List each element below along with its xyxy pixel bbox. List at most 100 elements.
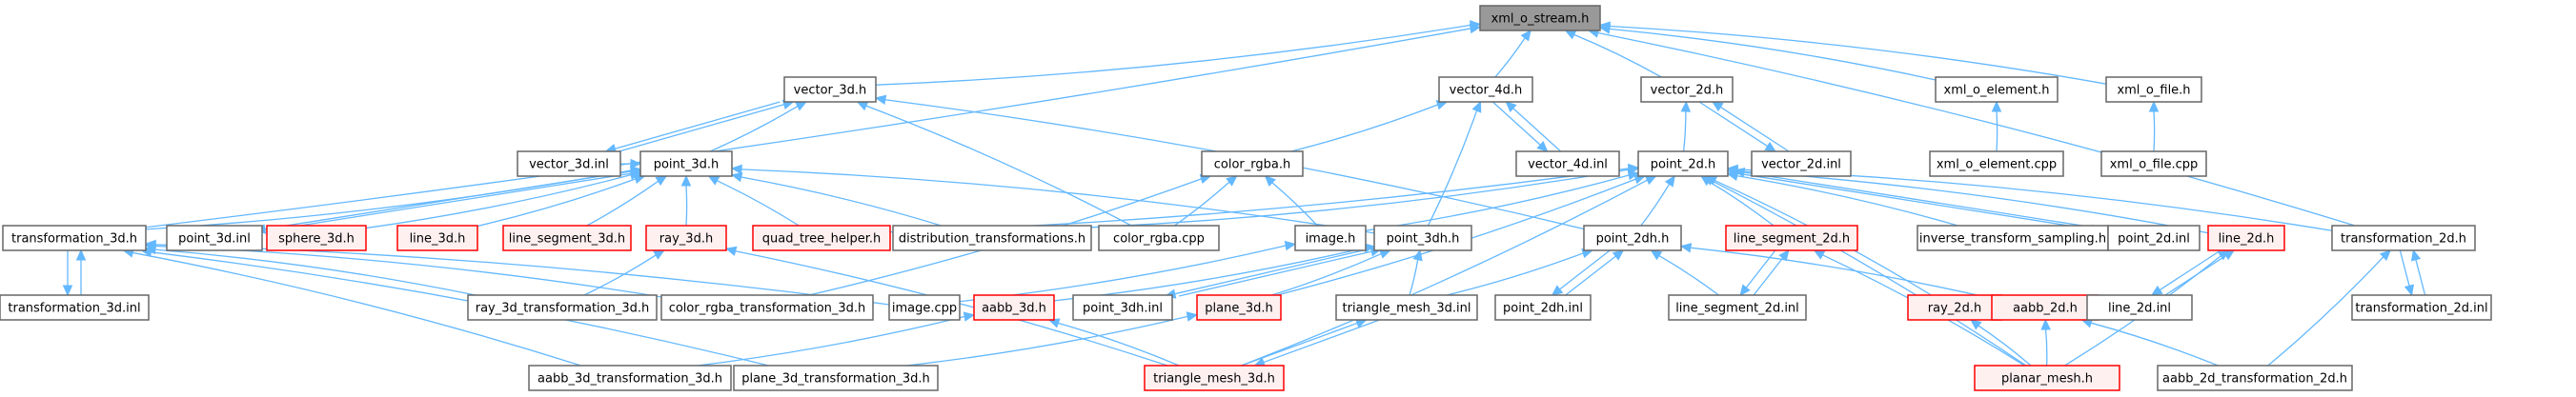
node-box[interactable] xyxy=(396,225,478,251)
node-point-3d-inl[interactable]: point_3d.inl xyxy=(166,225,263,251)
node-box[interactable] xyxy=(1201,150,1304,177)
node-box[interactable] xyxy=(467,294,658,321)
node-point-3d-h[interactable]: point_3d.h xyxy=(639,150,733,177)
node-box[interactable] xyxy=(2351,294,2492,321)
node-quad-tree-helper-h[interactable]: quad_tree_helper.h xyxy=(752,225,891,251)
node-box[interactable] xyxy=(1373,225,1472,251)
node-sphere-3d-h[interactable]: sphere_3d.h xyxy=(266,225,367,251)
node-box[interactable] xyxy=(1335,294,1478,321)
node-box[interactable] xyxy=(1929,150,2064,177)
node-point-3dh-inl[interactable]: point_3dh.inl xyxy=(1072,294,1173,321)
node-vector-2d-inl[interactable]: vector_2d.inl xyxy=(1751,150,1852,177)
node-aabb-3d-transformation-3d-h[interactable]: aabb_3d_transformation_3d.h xyxy=(528,365,732,391)
node-xml-o-element-h[interactable]: xml_o_element.h xyxy=(1935,76,2059,103)
node-box[interactable] xyxy=(1098,225,1220,251)
node-color-rgba-h[interactable]: color_rgba.h xyxy=(1201,150,1304,177)
node-line-segment-3d-h[interactable]: line_segment_3d.h xyxy=(502,225,632,251)
node-box[interactable] xyxy=(1072,294,1173,321)
node-box[interactable] xyxy=(2157,365,2353,391)
node-box[interactable] xyxy=(1494,294,1592,321)
node-vector-4d-inl[interactable]: vector_4d.inl xyxy=(1515,150,1620,177)
node-box[interactable] xyxy=(528,365,732,391)
node-box[interactable] xyxy=(2,225,147,251)
node-point-3dh-h[interactable]: point_3dh.h xyxy=(1373,225,1472,251)
node-box[interactable] xyxy=(266,225,367,251)
node-box[interactable] xyxy=(660,294,874,321)
node-box[interactable] xyxy=(517,150,621,177)
node-planar-mesh-h[interactable]: planar_mesh.h xyxy=(1974,365,2120,391)
node-vector-3d-h[interactable]: vector_3d.h xyxy=(783,76,877,103)
node-box[interactable] xyxy=(1725,225,1858,251)
node-box[interactable] xyxy=(1907,294,2002,321)
node-point-2dh-inl[interactable]: point_2dh.inl xyxy=(1494,294,1592,321)
node-image-h[interactable]: image.h xyxy=(1294,225,1367,251)
node-triangle-mesh-3d-h[interactable]: triangle_mesh_3d.h xyxy=(1144,365,1285,391)
node-vector-3d-inl[interactable]: vector_3d.inl xyxy=(517,150,621,177)
node-line-2d-inl[interactable]: line_2d.inl xyxy=(2086,294,2193,321)
node-box[interactable] xyxy=(1583,225,1682,251)
node-box[interactable] xyxy=(1991,294,2099,321)
node-xml-o-file-cpp[interactable]: xml_o_file.cpp xyxy=(2100,150,2207,177)
node-box[interactable] xyxy=(1479,5,1601,31)
node-aabb-2d-h[interactable]: aabb_2d.h xyxy=(1991,294,2099,321)
node-box[interactable] xyxy=(1668,294,1807,321)
node-box[interactable] xyxy=(1640,76,1734,103)
node-box[interactable] xyxy=(2107,225,2201,251)
node-ray-2d-h[interactable]: ray_2d.h xyxy=(1907,294,2002,321)
node-aabb-2d-transformation-2d-h[interactable]: aabb_2d_transformation_2d.h xyxy=(2157,365,2353,391)
node-box[interactable] xyxy=(2100,150,2207,177)
node-transformation-2d-inl[interactable]: transformation_2d.inl xyxy=(2351,294,2492,321)
node-box[interactable] xyxy=(2207,225,2285,251)
node-box[interactable] xyxy=(2331,225,2476,251)
node-box[interactable] xyxy=(1935,76,2059,103)
node-image-cpp[interactable]: image.cpp xyxy=(888,294,961,321)
node-box[interactable] xyxy=(2105,76,2202,103)
node-distribution-transformations-h[interactable]: distribution_transformations.h xyxy=(892,225,1092,251)
node-xml-o-file-h[interactable]: xml_o_file.h xyxy=(2105,76,2202,103)
node-box[interactable] xyxy=(1294,225,1367,251)
node-box[interactable] xyxy=(502,225,632,251)
node-box[interactable] xyxy=(1515,150,1620,177)
node-box[interactable] xyxy=(639,150,733,177)
node-line-segment-2d-h[interactable]: line_segment_2d.h xyxy=(1725,225,1858,251)
node-triangle-mesh-3d-inl[interactable]: triangle_mesh_3d.inl xyxy=(1335,294,1478,321)
node-box[interactable] xyxy=(1196,294,1282,321)
node-point-2dh-h[interactable]: point_2dh.h xyxy=(1583,225,1682,251)
node-box[interactable] xyxy=(0,294,150,321)
node-line-2d-h[interactable]: line_2d.h xyxy=(2207,225,2285,251)
node-point-2d-h[interactable]: point_2d.h xyxy=(1637,150,1729,177)
node-box[interactable] xyxy=(1917,225,2109,251)
node-line-segment-2d-inl[interactable]: line_segment_2d.inl xyxy=(1668,294,1807,321)
node-box[interactable] xyxy=(752,225,891,251)
node-transformation-2d-h[interactable]: transformation_2d.h xyxy=(2331,225,2476,251)
node-inverse-transform-sampling-h[interactable]: inverse_transform_sampling.h xyxy=(1917,225,2109,251)
node-box[interactable] xyxy=(2086,294,2193,321)
node-box[interactable] xyxy=(1637,150,1729,177)
node-transformation-3d-h[interactable]: transformation_3d.h xyxy=(2,225,147,251)
node-aabb-3d-h[interactable]: aabb_3d.h xyxy=(973,294,1055,321)
node-box[interactable] xyxy=(1144,365,1285,391)
node-plane-3d-h[interactable]: plane_3d.h xyxy=(1196,294,1282,321)
node-xml-o-element-cpp[interactable]: xml_o_element.cpp xyxy=(1929,150,2064,177)
node-box[interactable] xyxy=(166,225,263,251)
node-line-3d-h[interactable]: line_3d.h xyxy=(396,225,478,251)
node-box[interactable] xyxy=(973,294,1055,321)
node-box[interactable] xyxy=(645,225,727,251)
node-ray-3d-transformation-3d-h[interactable]: ray_3d_transformation_3d.h xyxy=(467,294,658,321)
node-transformation-3d-inl[interactable]: transformation_3d.inl xyxy=(0,294,150,321)
node-ray-3d-h[interactable]: ray_3d.h xyxy=(645,225,727,251)
node-box[interactable] xyxy=(892,225,1092,251)
node-xml-o-stream-h[interactable]: xml_o_stream.h xyxy=(1479,5,1601,31)
node-plane-3d-transformation-3d-h[interactable]: plane_3d_transformation_3d.h xyxy=(733,365,939,391)
node-color-rgba-cpp[interactable]: color_rgba.cpp xyxy=(1098,225,1220,251)
node-color-rgba-transformation-3d-h[interactable]: color_rgba_transformation_3d.h xyxy=(660,294,874,321)
node-box[interactable] xyxy=(1974,365,2120,391)
node-box[interactable] xyxy=(888,294,961,321)
node-vector-4d-h[interactable]: vector_4d.h xyxy=(1438,76,1533,103)
node-box[interactable] xyxy=(733,365,939,391)
node-point-2d-inl[interactable]: point_2d.inl xyxy=(2107,225,2201,251)
node-box[interactable] xyxy=(1751,150,1852,177)
node-box[interactable] xyxy=(1438,76,1533,103)
node-box[interactable] xyxy=(783,76,877,103)
node-vector-2d-h[interactable]: vector_2d.h xyxy=(1640,76,1734,103)
